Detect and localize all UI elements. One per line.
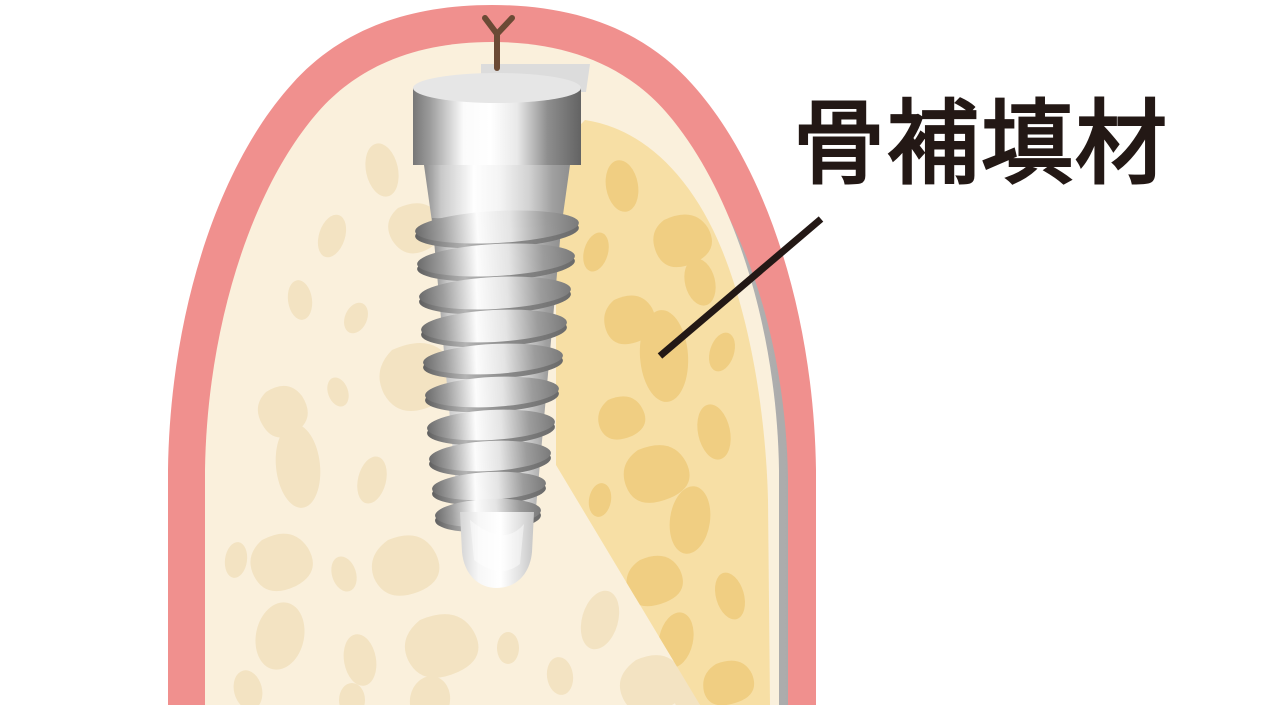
callout-label: 骨補填材	[793, 90, 1169, 197]
implant-abutment	[413, 88, 581, 165]
abutment-top-cap	[413, 73, 581, 103]
suture-thread	[482, 15, 515, 71]
implant-apex	[460, 512, 534, 588]
implant-assembly	[413, 64, 590, 588]
apex-highlight	[470, 520, 524, 572]
graft-material-wedge	[556, 120, 770, 705]
implant-neck	[424, 165, 570, 222]
callout-leader-line	[657, 216, 824, 359]
